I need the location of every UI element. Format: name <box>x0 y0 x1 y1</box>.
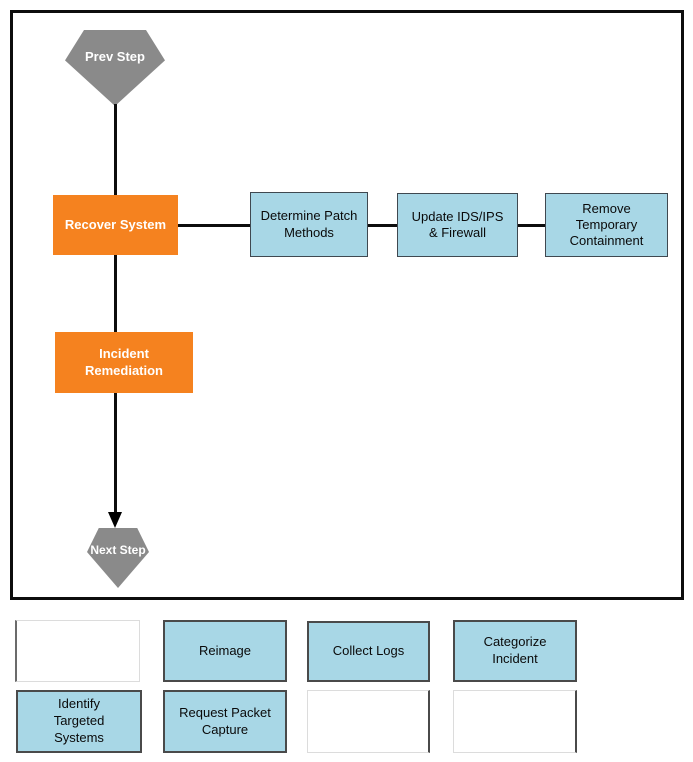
tray-empty-slot-2[interactable] <box>307 690 430 753</box>
node-determine-patch-methods[interactable]: Determine Patch Methods <box>250 192 368 257</box>
node-remove-temporary-containment[interactable]: Remove Temporary Containment <box>545 193 668 257</box>
connector-patch-to-ids <box>368 224 397 227</box>
tray-item-request-packet-capture-label: Request Packet Capture <box>179 704 271 737</box>
node-recover-system: Recover System <box>53 195 178 255</box>
node-remove-temporary-containment-label: Remove Temporary Containment <box>569 200 644 249</box>
tray-empty-slot-1[interactable] <box>15 620 140 682</box>
tray-item-request-packet-capture[interactable]: Request Packet Capture <box>163 690 287 753</box>
node-determine-patch-methods-label: Determine Patch Methods <box>260 208 358 240</box>
flowchart-canvas <box>10 10 684 600</box>
node-incident-remediation: Incident Remediation <box>55 332 193 393</box>
node-recover-system-label: Recover System <box>64 216 167 232</box>
connector-prev-to-recover <box>114 104 117 195</box>
tray-item-identify-targeted-systems[interactable]: Identify Targeted Systems <box>16 690 142 753</box>
tray-empty-slot-3[interactable] <box>453 690 577 753</box>
next-step-label: Next Step <box>90 543 146 558</box>
tray-item-identify-targeted-systems-label: Identify Targeted Systems <box>53 696 105 745</box>
connector-incident-to-next <box>114 393 117 512</box>
connector-ids-to-containment <box>518 224 545 227</box>
tray-item-reimage-label: Reimage <box>198 642 252 658</box>
node-incident-remediation-label: Incident Remediation <box>84 346 163 378</box>
tray-item-categorize-incident[interactable]: Categorize Incident <box>453 620 577 682</box>
prev-step-label: Prev Step <box>85 48 145 64</box>
connector-recover-to-patch <box>178 224 250 227</box>
tray-item-reimage[interactable]: Reimage <box>163 620 287 682</box>
tray-item-collect-logs[interactable]: Collect Logs <box>307 621 430 682</box>
arrowhead-down-icon <box>108 512 122 528</box>
tray-item-collect-logs-label: Collect Logs <box>332 643 405 659</box>
connector-recover-to-incident <box>114 255 117 332</box>
tray-item-categorize-incident-label: Categorize Incident <box>483 634 547 666</box>
node-update-ids-ips-firewall[interactable]: Update IDS/IPS & Firewall <box>397 193 518 257</box>
node-update-ids-ips-firewall-label: Update IDS/IPS & Firewall <box>411 208 504 240</box>
